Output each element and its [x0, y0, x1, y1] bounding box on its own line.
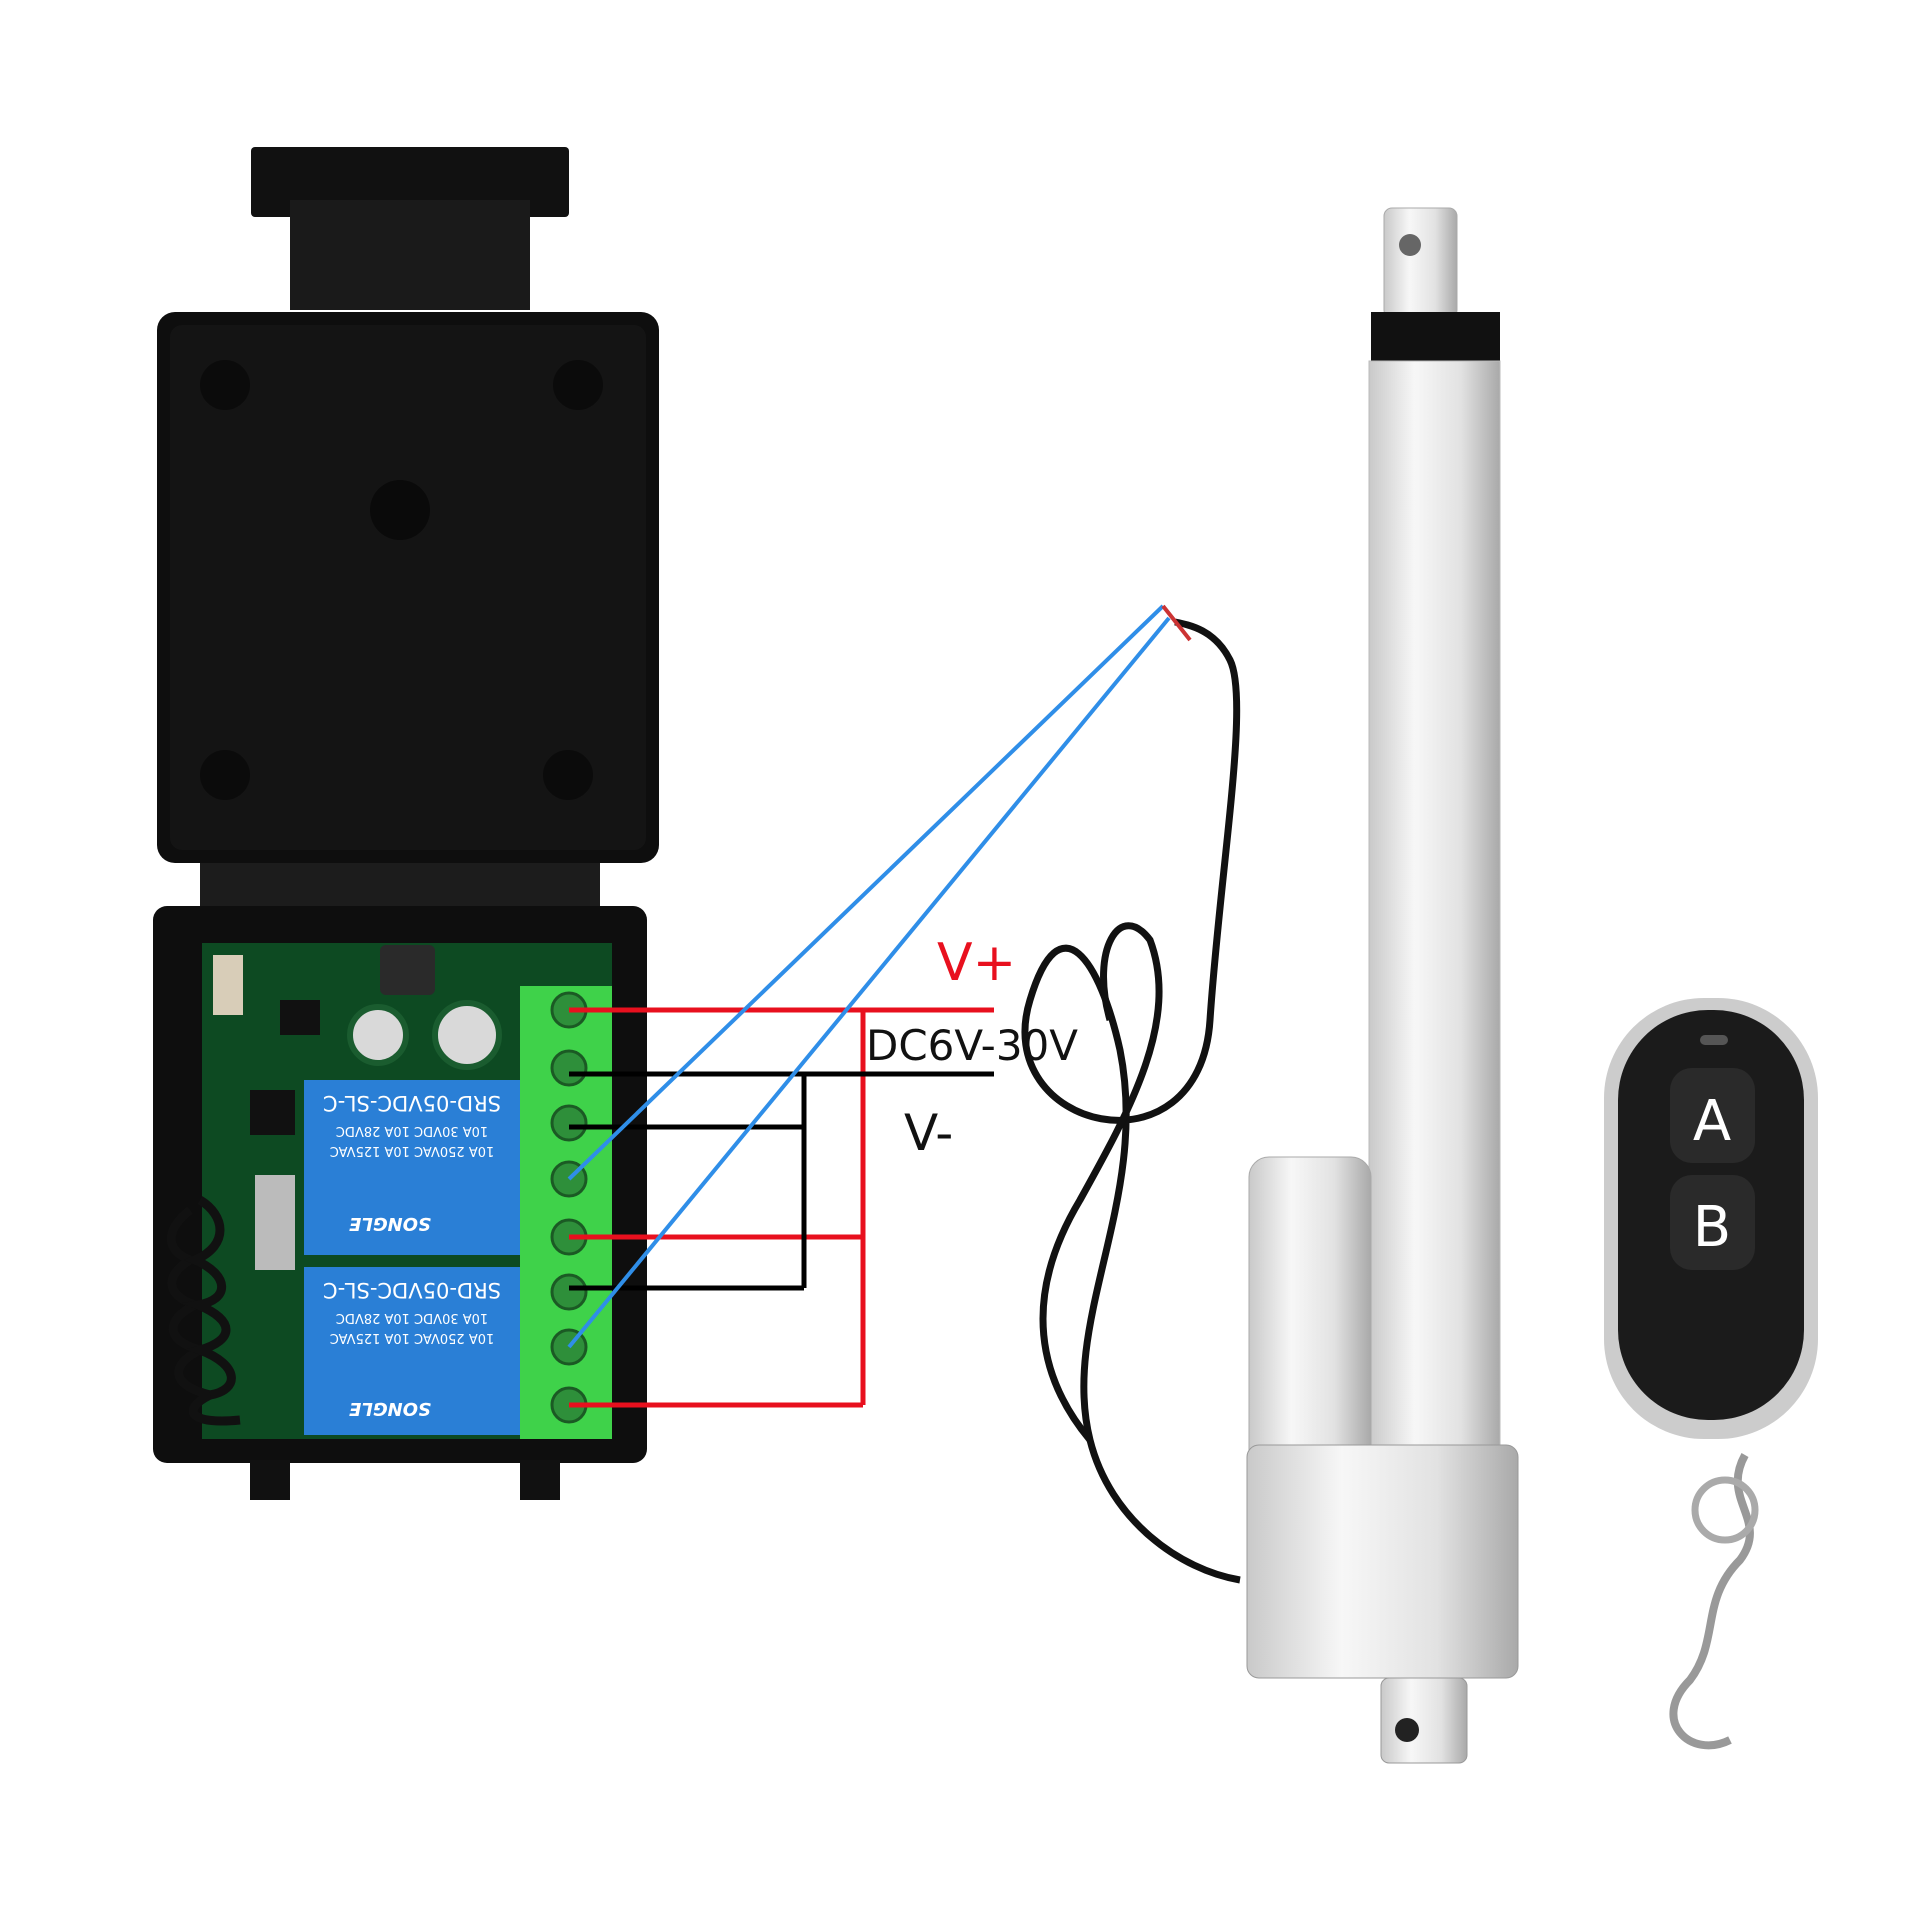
actuator-cable-loop — [1039, 922, 1163, 1443]
button-b-label: B — [1693, 1195, 1731, 1260]
v-plus-label: V+ — [937, 933, 1016, 993]
relay-2: SRD-05VDC-SL-C 10A 30VDC 10A 28VDC 10A 2… — [304, 1267, 520, 1435]
terminal-screw — [550, 1104, 588, 1142]
keyring-icon — [1669, 1453, 1754, 1750]
relay-rating-text: 10A 250VAC 10A 125VAC — [330, 1330, 495, 1345]
actuator-cable — [1021, 618, 1241, 1584]
crystal — [255, 1175, 295, 1270]
antenna-coil — [166, 1196, 241, 1426]
button-a-label: A — [1693, 1089, 1731, 1154]
terminal-screw — [550, 1273, 588, 1311]
learn-button — [213, 955, 243, 1015]
relay-rating-text: 10A 30VDC 10A 28VDC — [336, 1310, 488, 1325]
relay-rating-text: 10A 250VAC 10A 125VAC — [330, 1143, 495, 1158]
actuator-wiring — [567, 604, 1171, 1349]
v-minus-label: V- — [904, 1104, 953, 1162]
capacitor — [347, 1004, 409, 1066]
relay-rating-text: 10A 30VDC 10A 28VDC — [336, 1123, 488, 1138]
wire-tip — [1161, 604, 1192, 642]
relay-1: SRD-05VDC-SL-C 10A 30VDC 10A 28VDC 10A 2… — [304, 1080, 520, 1255]
inductor — [380, 945, 435, 995]
remote-control: A B — [1604, 998, 1818, 1750]
terminal-screw — [550, 1049, 588, 1087]
relay-model-text: SRD-05VDC-SL-C — [323, 1091, 501, 1115]
capacitor — [432, 1000, 502, 1070]
led-indicator — [1700, 1035, 1728, 1045]
remote-button-b[interactable] — [1670, 1175, 1755, 1270]
negative-wiring — [569, 1071, 994, 1291]
relay-brand-text: SONGLE — [348, 1213, 431, 1234]
linear-actuator — [1246, 207, 1519, 1764]
relay-brand-text: SONGLE — [348, 1398, 431, 1419]
remote-button-a[interactable] — [1670, 1068, 1755, 1163]
terminal-block — [520, 986, 612, 1439]
voltage-label: DC6V-30V — [866, 1021, 1078, 1070]
relay-model-text: SRD-05VDC-SL-C — [323, 1278, 501, 1302]
